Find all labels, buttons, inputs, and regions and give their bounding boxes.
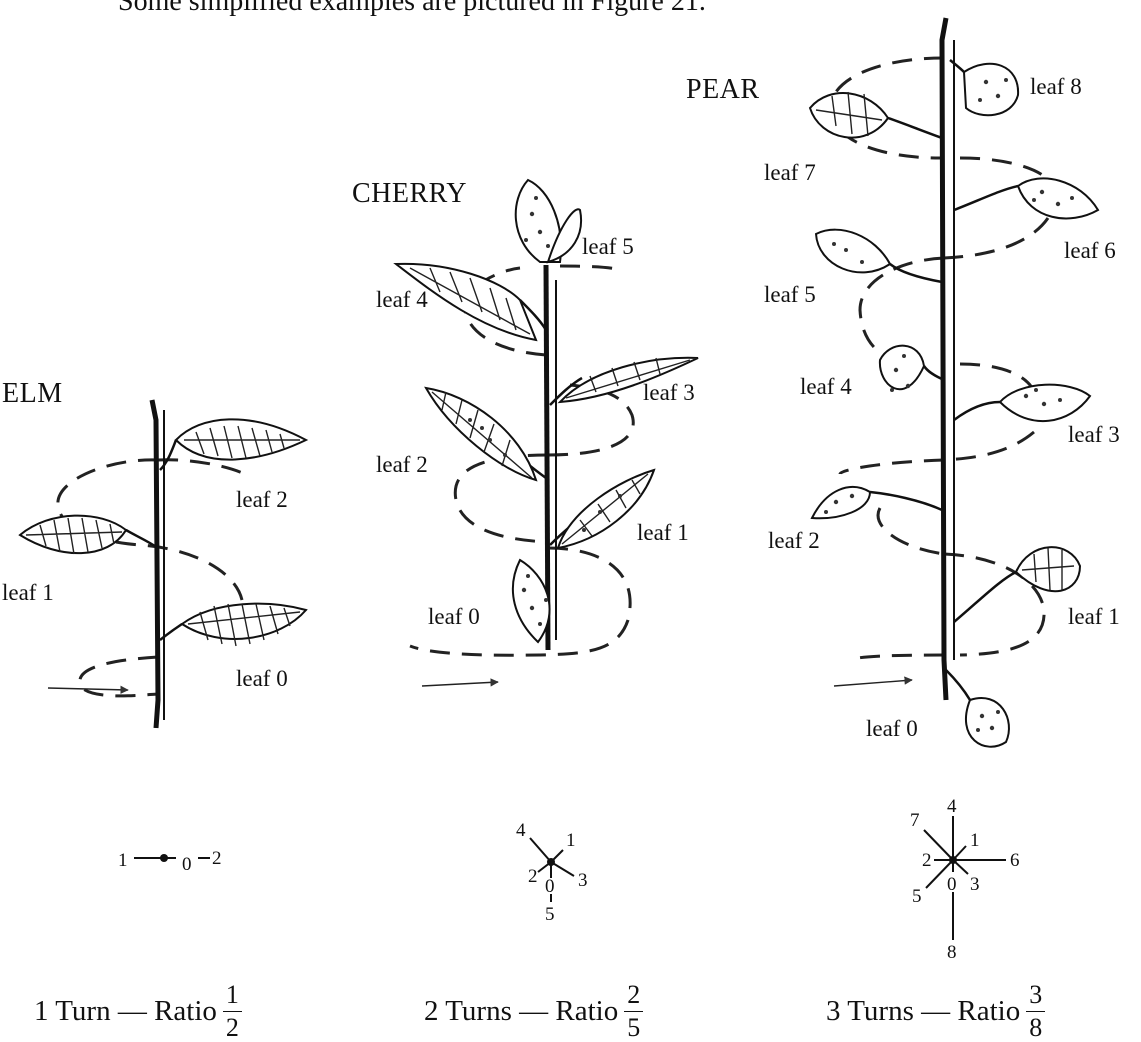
cherry-ratio-denominator: 5: [627, 1012, 640, 1041]
cherry-caption-text: 2 Turns — Ratio: [424, 995, 618, 1028]
elm-leaf-label-1: leaf 1: [2, 580, 54, 606]
elm-caption-text: 1 Turn — Ratio: [34, 995, 217, 1028]
pear-leaf-8: [964, 64, 1018, 115]
pear-leaf-label-0: leaf 0: [866, 716, 918, 742]
elm-ratio-denominator: 2: [226, 1012, 239, 1041]
pear-diagram-label-7: 7: [910, 810, 920, 831]
elm-diagram-label-0: 0: [182, 854, 192, 875]
cherry-diagram-label-3: 3: [578, 870, 588, 891]
cherry-ratio-fraction: 2 5: [624, 982, 643, 1041]
pear-leaf-2: [812, 487, 870, 518]
cherry-diagram-label-4: 4: [516, 820, 526, 841]
elm-spiral-top: [158, 460, 248, 476]
pear-ratio-numerator: 3: [1026, 982, 1045, 1012]
cherry-diagram-label-0: 0: [545, 876, 555, 897]
elm-diagram-label-1: 1: [118, 850, 128, 871]
pear-ratio-fraction: 3 8: [1026, 982, 1045, 1041]
elm-arrow: [48, 688, 128, 690]
cherry-arrow: [422, 682, 498, 686]
pear-caption: 3 Turns — Ratio 3 8: [826, 982, 1045, 1041]
pear-spiral-b: [960, 158, 1048, 180]
pear-spiral-f: [840, 432, 1034, 474]
pear-leaf-label-1: leaf 1: [1068, 604, 1120, 630]
elm-stem: [152, 400, 158, 728]
pear-caption-text: 3 Turns — Ratio: [826, 995, 1020, 1028]
cherry-leaf-label-5: leaf 5: [582, 234, 634, 260]
pear-leaf-5: [816, 230, 890, 273]
cherry-leaf-0: [513, 560, 550, 642]
cherry-title: CHERRY: [352, 178, 467, 210]
pear-leaf-0: [966, 698, 1009, 747]
pear-stem: [942, 18, 946, 700]
pear-divergence-diagram: 0 1 2 3 4 5 6 7 8: [910, 796, 1020, 963]
cherry-leaf-label-1: leaf 1: [637, 520, 689, 546]
pear-leaf-label-8: leaf 8: [1030, 74, 1082, 100]
pear-diagram-label-0: 0: [947, 874, 957, 895]
pear-diagram-label-8: 8: [947, 942, 957, 963]
pear-leaf-label-5: leaf 5: [764, 282, 816, 308]
pear-diagram-label-1: 1: [970, 830, 980, 851]
cherry-diagram-label-5: 5: [545, 904, 555, 925]
pear-plant: [810, 18, 1098, 747]
elm-title: ELM: [2, 378, 63, 410]
elm-diagram-label-2: 2: [212, 848, 222, 869]
pear-diagram-label-2: 2: [922, 850, 932, 871]
cherry-spiral-4: [560, 266, 620, 270]
pear-leaf-label-6: leaf 6: [1064, 238, 1116, 264]
elm-caption: 1 Turn — Ratio 1 2: [34, 982, 242, 1041]
pear-spiral-i: [858, 655, 944, 658]
cherry-divergence-diagram: 0 1 2 3 4 5: [516, 820, 588, 925]
elm-divergence-diagram: 1 0 2: [118, 848, 222, 875]
pear-arrow: [834, 680, 912, 686]
pear-ratio-denominator: 8: [1029, 1012, 1042, 1041]
elm-leaf-label-2: leaf 2: [236, 487, 288, 513]
cherry-leaf-label-3: leaf 3: [643, 380, 695, 406]
pear-spiral-c: [944, 218, 1048, 258]
pear-diagram-label-4: 4: [947, 796, 957, 817]
elm-ratio-fraction: 1 2: [223, 982, 242, 1041]
pear-leaf-label-3: leaf 3: [1068, 422, 1120, 448]
cherry-leaf-label-4: leaf 4: [376, 287, 428, 313]
elm-leaf-label-0: leaf 0: [236, 666, 288, 692]
cherry-leaf-label-0: leaf 0: [428, 604, 480, 630]
pear-title: PEAR: [686, 74, 760, 106]
elm-leaf-0: [182, 604, 306, 639]
cherry-diagram-label-2: 2: [528, 866, 538, 887]
cherry-ratio-numerator: 2: [624, 982, 643, 1012]
pear-diagram-label-6: 6: [1010, 850, 1020, 871]
pear-spiral-g: [878, 508, 944, 554]
pear-diagram-label-3: 3: [970, 874, 980, 895]
pear-leaf-label-4: leaf 4: [800, 374, 852, 400]
cherry-diagram-label-1: 1: [566, 830, 576, 851]
pear-leaf-6: [1018, 178, 1098, 218]
pear-diagram-label-5: 5: [912, 886, 922, 907]
cherry-leaf-label-2: leaf 2: [376, 452, 428, 478]
pear-leaf-label-7: leaf 7: [764, 160, 816, 186]
elm-ratio-numerator: 1: [223, 982, 242, 1012]
pear-leaf-label-2: leaf 2: [768, 528, 820, 554]
cherry-caption: 2 Turns — Ratio 2 5: [424, 982, 643, 1041]
pear-leaf-4: [880, 346, 924, 390]
